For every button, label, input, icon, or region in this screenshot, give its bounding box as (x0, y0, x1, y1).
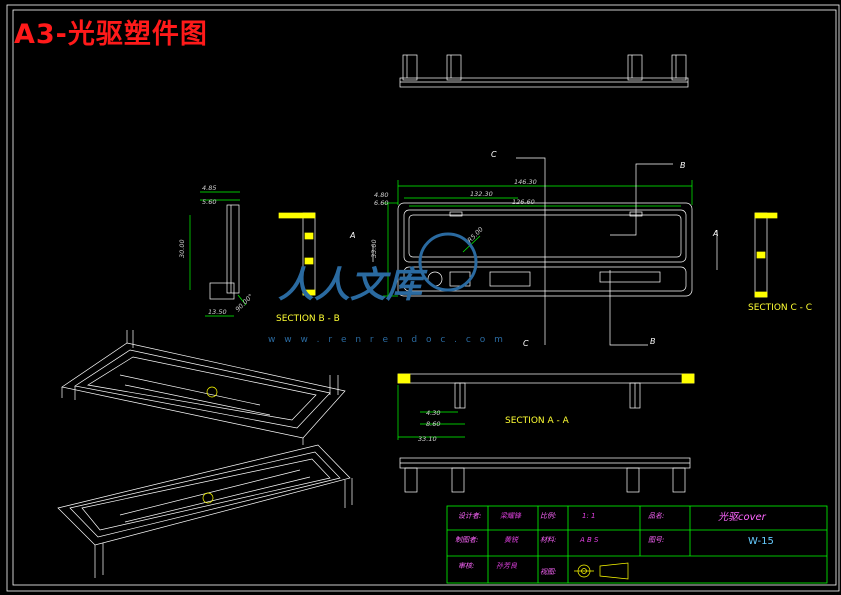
tb-designer-label: 设计者: (458, 512, 481, 520)
bottom-view (399, 457, 691, 493)
dim-bottom-b: 8.60 (426, 420, 440, 428)
dim-front-radius: R5.00 (466, 225, 485, 244)
dim-front-left-a: 4.80 (374, 191, 388, 199)
isometric-marker-1 (206, 386, 218, 398)
dim-front-inner-width: 126.60 (512, 198, 535, 206)
top-view (399, 54, 689, 88)
front-view (372, 157, 718, 346)
cut-label-c-bottom: C (523, 339, 529, 348)
cut-labels: C B A A B C (349, 150, 718, 348)
dim-front-total-width: 146.30 (514, 178, 537, 186)
watermark-brand: 人人文库 (278, 265, 428, 306)
dim-side-top-a: 4.85 (202, 184, 216, 192)
tb-designer-value: 梁耀锋 (500, 512, 522, 520)
cut-label-b-top: B (680, 161, 686, 170)
tb-product-value: 光驱cover (718, 511, 767, 523)
tb-drafter-label: 制图者: (455, 536, 478, 544)
isometric-view-lower (57, 444, 353, 578)
title-block-text: 设计者: 梁耀锋 比例: 1: 1 品名: 光驱cover 制图者: 黄锐 材料… (455, 511, 774, 576)
dim-bottom-a: 4.30 (426, 409, 440, 417)
projection-symbol-icon (574, 562, 629, 580)
tb-view-label: 视图: (540, 568, 556, 576)
cut-label-c-top: C (491, 150, 497, 159)
isometric-marker-2 (202, 492, 214, 504)
inner-frame (12, 9, 837, 586)
title-block (446, 505, 828, 584)
dim-side-bottom: 13.50 (208, 308, 227, 316)
dim-side-top-b: 5.60 (202, 198, 216, 206)
tb-scale-value: 1: 1 (582, 512, 596, 520)
section-bb-title: SECTION B - B (276, 314, 340, 324)
dim-bottom-c: 33.10 (418, 435, 437, 443)
tb-reviewer-label: 审核: (458, 562, 474, 570)
tb-material-label: 材料: (540, 536, 556, 544)
watermark-logo: w w w . r e n r e n d o c . c o m 人人文库 (268, 232, 506, 345)
section-cc-view (754, 212, 778, 298)
cut-label-b-bottom: B (650, 337, 656, 346)
isometric-view-upper (61, 330, 346, 445)
dim-side-angle: 90.00° (234, 292, 255, 313)
cut-label-a-left: A (349, 231, 355, 240)
drawing-title: A3-光驱塑件图 (14, 19, 208, 50)
section-bb-view (278, 212, 316, 296)
dim-side-height: 30.00 (178, 239, 186, 258)
outer-frame (6, 4, 840, 592)
tb-drawing-no-label: 图号: (648, 536, 664, 544)
dimension-labels: 146.30 132.30 126.60 4.80 6.60 33.00 R5.… (178, 178, 537, 443)
section-aa-view (397, 373, 695, 440)
cut-label-a-right: A (712, 229, 718, 238)
section-aa-title: SECTION A - A (505, 416, 570, 426)
dim-front-left-b: 6.60 (374, 199, 388, 207)
tb-drawing-no-value: W-15 (748, 536, 774, 547)
watermark-url: w w w . r e n r e n d o c . c o m (268, 335, 506, 345)
tb-reviewer-value: 孙芳良 (496, 562, 518, 570)
dim-front-mid-width: 132.30 (470, 190, 493, 198)
tb-scale-label: 比例: (540, 512, 556, 520)
tb-product-label: 品名: (648, 512, 664, 520)
tb-material-value: A B S (579, 536, 599, 544)
dim-front-height: 33.00 (370, 239, 378, 258)
side-view (189, 191, 247, 317)
tb-drafter-value: 黄锐 (504, 536, 519, 544)
section-cc-title: SECTION C - C (748, 303, 812, 313)
